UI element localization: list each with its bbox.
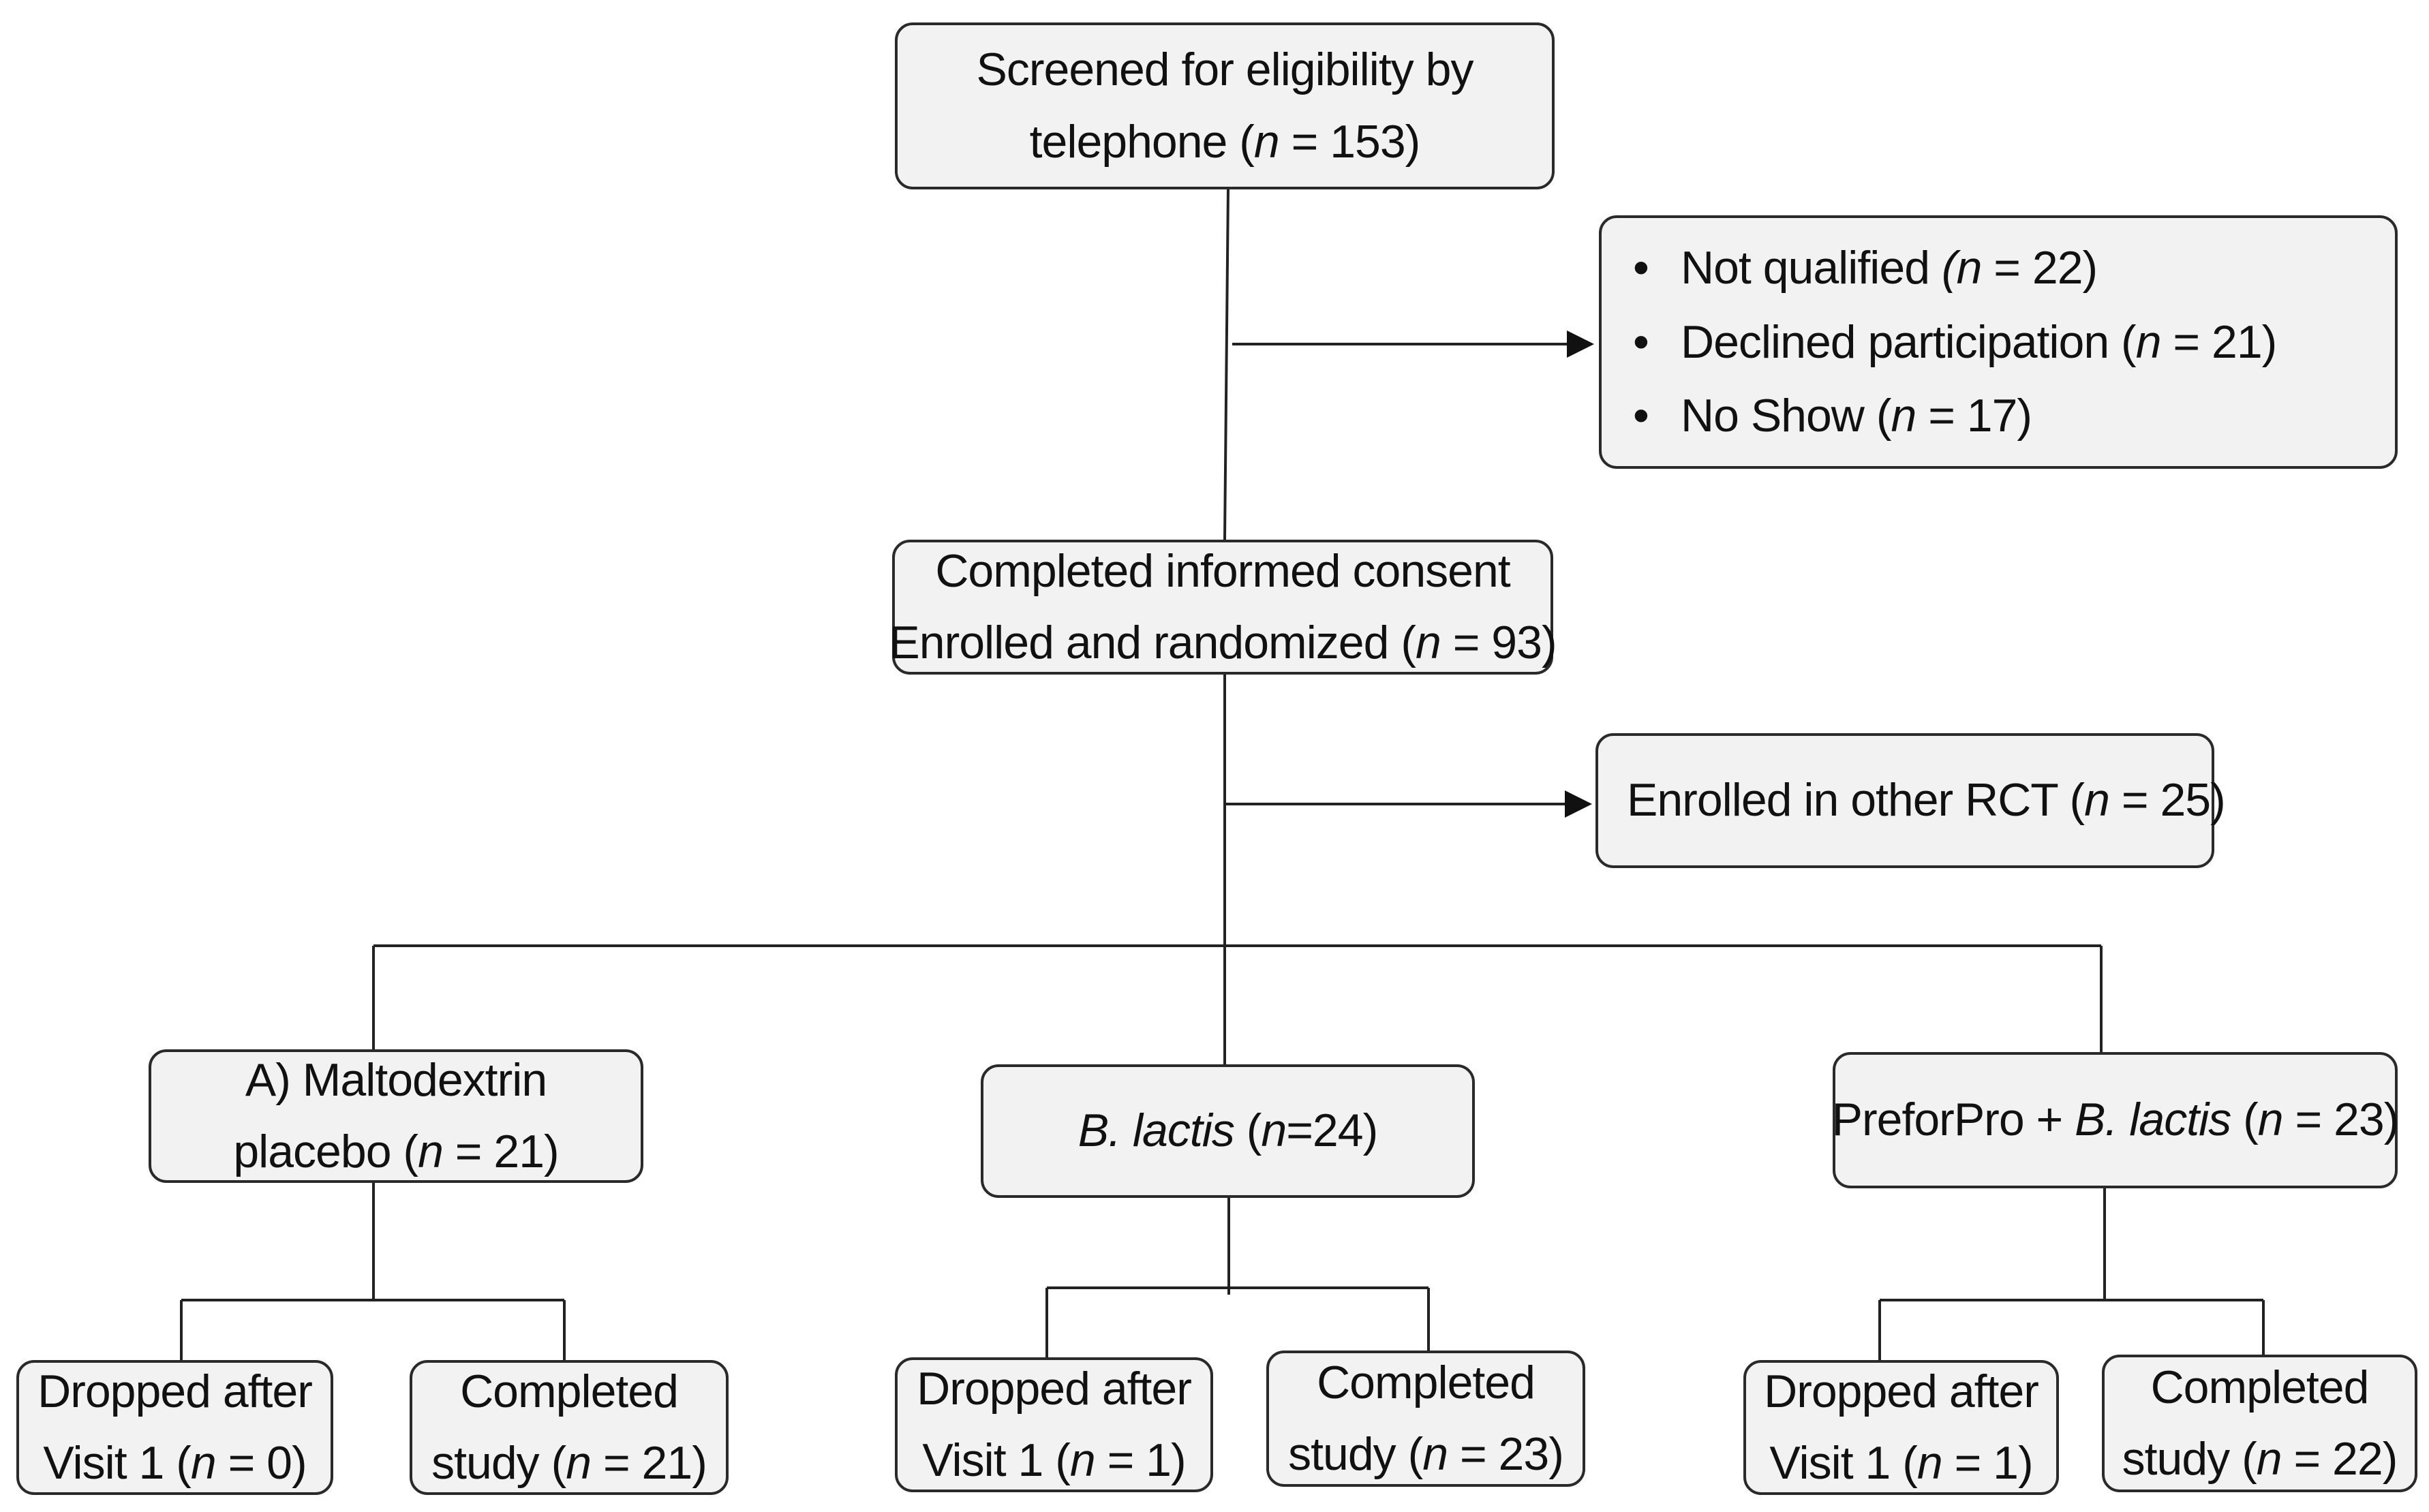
screened-box: Screened for eligibility by telephone (n…	[895, 22, 1555, 189]
other-rct-label: Enrolled in other RCT (n = 25)	[1627, 774, 2226, 827]
arm-c-dropped-box: Dropped after Visit 1 (n = 1)	[1743, 1360, 2059, 1495]
arm-b-completed-line2: study (n = 23)	[1288, 1428, 1564, 1480]
screened-line2: telephone (n = 153)	[1029, 115, 1421, 168]
arm-a-completed-line2: study (n = 21)	[431, 1437, 707, 1489]
excluded-box: Not qualified (n = 22) Declined particip…	[1599, 215, 2398, 469]
arm-b-dropped-line1: Dropped after	[917, 1362, 1192, 1415]
arm-b-dropped-line2: Visit 1 (n = 1)	[922, 1434, 1186, 1486]
arm-a-dropped-line1: Dropped after	[37, 1365, 313, 1417]
arm-c-label: PreforPro + B. lactis (n = 23)	[1831, 1094, 2400, 1146]
arm-c-completed-box: Completed study (n = 22)	[2102, 1355, 2417, 1492]
arm-b-box: B. lactis (n=24)	[981, 1064, 1475, 1198]
excluded-item-not-qualified: Not qualified (n = 22)	[1633, 231, 2276, 305]
consent-line2: Enrolled and randomized (n = 93)	[889, 617, 1557, 668]
arm-a-box: A) Maltodextrin placebo (n = 21)	[149, 1049, 643, 1183]
arm-a-line1: A) Maltodextrin	[245, 1053, 547, 1106]
arm-c-dropped-line2: Visit 1 (n = 1)	[1769, 1437, 2033, 1489]
excluded-list: Not qualified (n = 22) Declined particip…	[1602, 231, 2277, 453]
arm-c-completed-line2: study (n = 22)	[2122, 1433, 2398, 1485]
consent-line1: Completed informed consent	[935, 544, 1510, 597]
arm-c-dropped-line1: Dropped after	[1764, 1365, 2039, 1417]
arm-c-box: PreforPro + B. lactis (n = 23)	[1831, 1052, 2400, 1188]
arm-a-completed-box: Completed study (n = 21)	[410, 1360, 729, 1495]
arm-a-completed-line1: Completed	[460, 1365, 679, 1417]
screened-line1: Screened for eligibility by	[976, 44, 1474, 96]
arm-b-completed-line1: Completed	[1317, 1356, 1536, 1408]
other-rct-box: Enrolled in other RCT (n = 25)	[1595, 733, 2226, 868]
trunk-line-top	[1223, 189, 1229, 540]
arm-c-completed-line1: Completed	[2150, 1361, 2370, 1413]
excluded-item-no-show: No Show (n = 17)	[1633, 379, 2276, 453]
arm-b-completed-box: Completed study (n = 23)	[1266, 1351, 1585, 1487]
excluded-item-declined: Declined participation (n = 21)	[1633, 305, 2277, 380]
arm-a-line2: placebo (n = 21)	[233, 1126, 559, 1177]
arm-a-dropped-line2: Visit 1 (n = 0)	[43, 1437, 307, 1489]
consent-box: Completed informed consent Enrolled and …	[889, 540, 1557, 675]
arm-b-dropped-box: Dropped after Visit 1 (n = 1)	[895, 1357, 1213, 1492]
arm-b-label: B. lactis (n=24)	[1078, 1105, 1378, 1157]
arm-a-dropped-box: Dropped after Visit 1 (n = 0)	[16, 1360, 333, 1495]
